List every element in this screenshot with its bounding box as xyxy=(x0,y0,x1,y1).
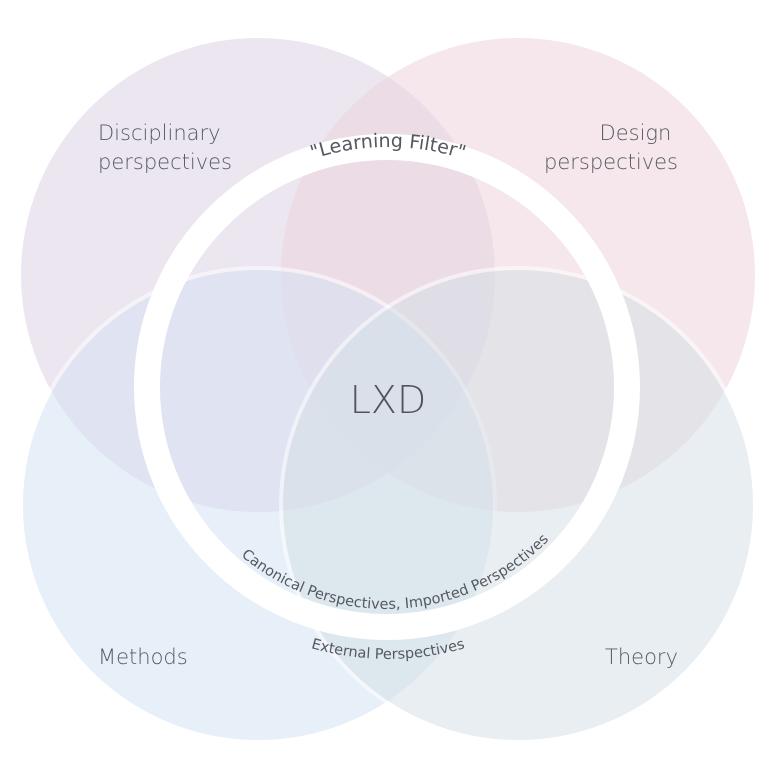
label-disciplinary-perspectives: Disciplinary perspectives xyxy=(98,121,232,174)
label-disciplinary-line-1: Disciplinary xyxy=(98,121,221,145)
label-design-perspectives: Design perspectives xyxy=(544,121,678,174)
label-disciplinary-line-2: perspectives xyxy=(98,150,232,174)
learning-filter-ring xyxy=(134,134,640,640)
label-methods: Methods xyxy=(98,645,188,669)
label-theory: Theory xyxy=(605,645,678,669)
center-label-lxd: LXD xyxy=(350,378,426,422)
label-design-line-1: Design xyxy=(600,121,672,145)
label-design-line-2: perspectives xyxy=(544,150,678,174)
circle-theory xyxy=(279,266,757,744)
